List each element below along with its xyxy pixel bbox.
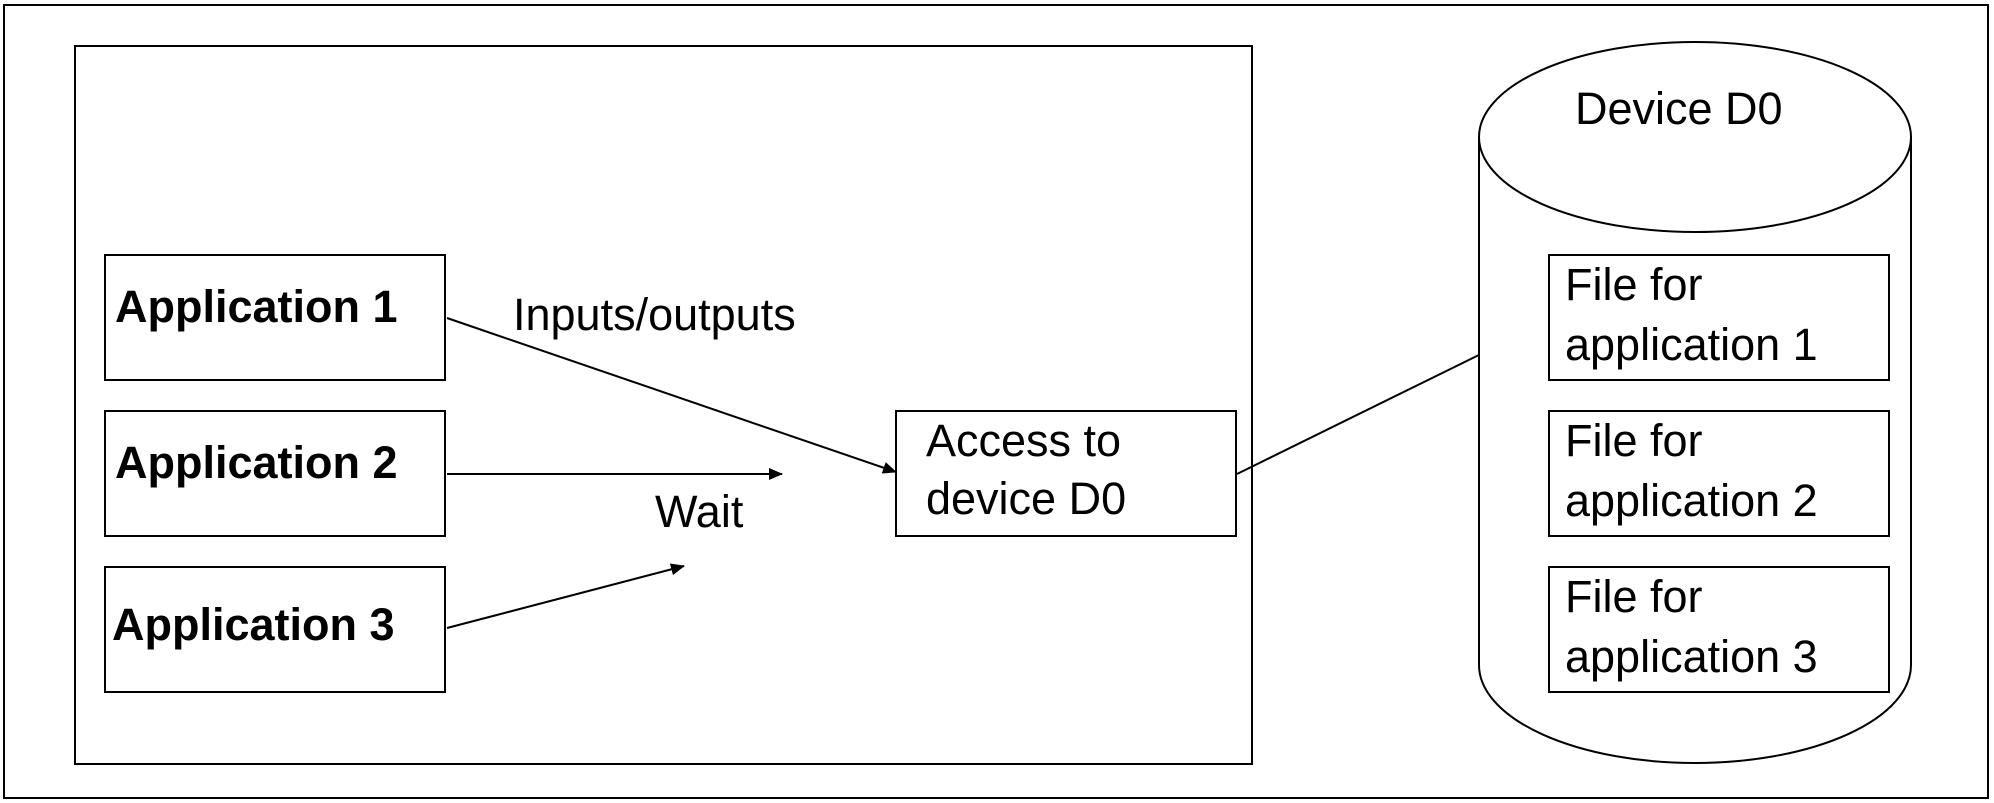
outer-frame [3, 4, 1989, 799]
application-1-label: Application 1 [115, 281, 398, 332]
application-1-node: Application 1 [104, 254, 446, 381]
file-3-line2: application 3 [1565, 631, 1818, 682]
access-device-node: Access to device D0 [895, 410, 1237, 537]
application-3-label: Application 3 [112, 599, 395, 650]
application-3-node: Application 3 [104, 566, 446, 693]
file-3-line1: File for [1565, 571, 1703, 622]
file-2-line1: File for [1565, 415, 1703, 466]
access-label-line2: device D0 [926, 473, 1126, 524]
app1-to-access-arrow [446, 317, 897, 474]
application-2-label: Application 2 [115, 437, 398, 488]
wait-label: Wait [655, 486, 744, 537]
app3-wait-arrow [446, 563, 685, 629]
application-2-node: Application 2 [104, 410, 446, 537]
inputs-outputs-label: Inputs/outputs [513, 289, 796, 340]
file-application-2: File for application 2 [1548, 410, 1890, 537]
file-application-3: File for application 3 [1548, 566, 1890, 693]
access-label-line1: Access to [926, 415, 1121, 466]
file-2-line2: application 2 [1565, 475, 1818, 526]
device-title: Device D0 [1575, 83, 1783, 134]
file-1-line1: File for [1565, 259, 1703, 310]
file-1-line2: application 1 [1565, 319, 1818, 370]
system-container [74, 45, 1253, 765]
file-application-1: File for application 1 [1548, 254, 1890, 381]
